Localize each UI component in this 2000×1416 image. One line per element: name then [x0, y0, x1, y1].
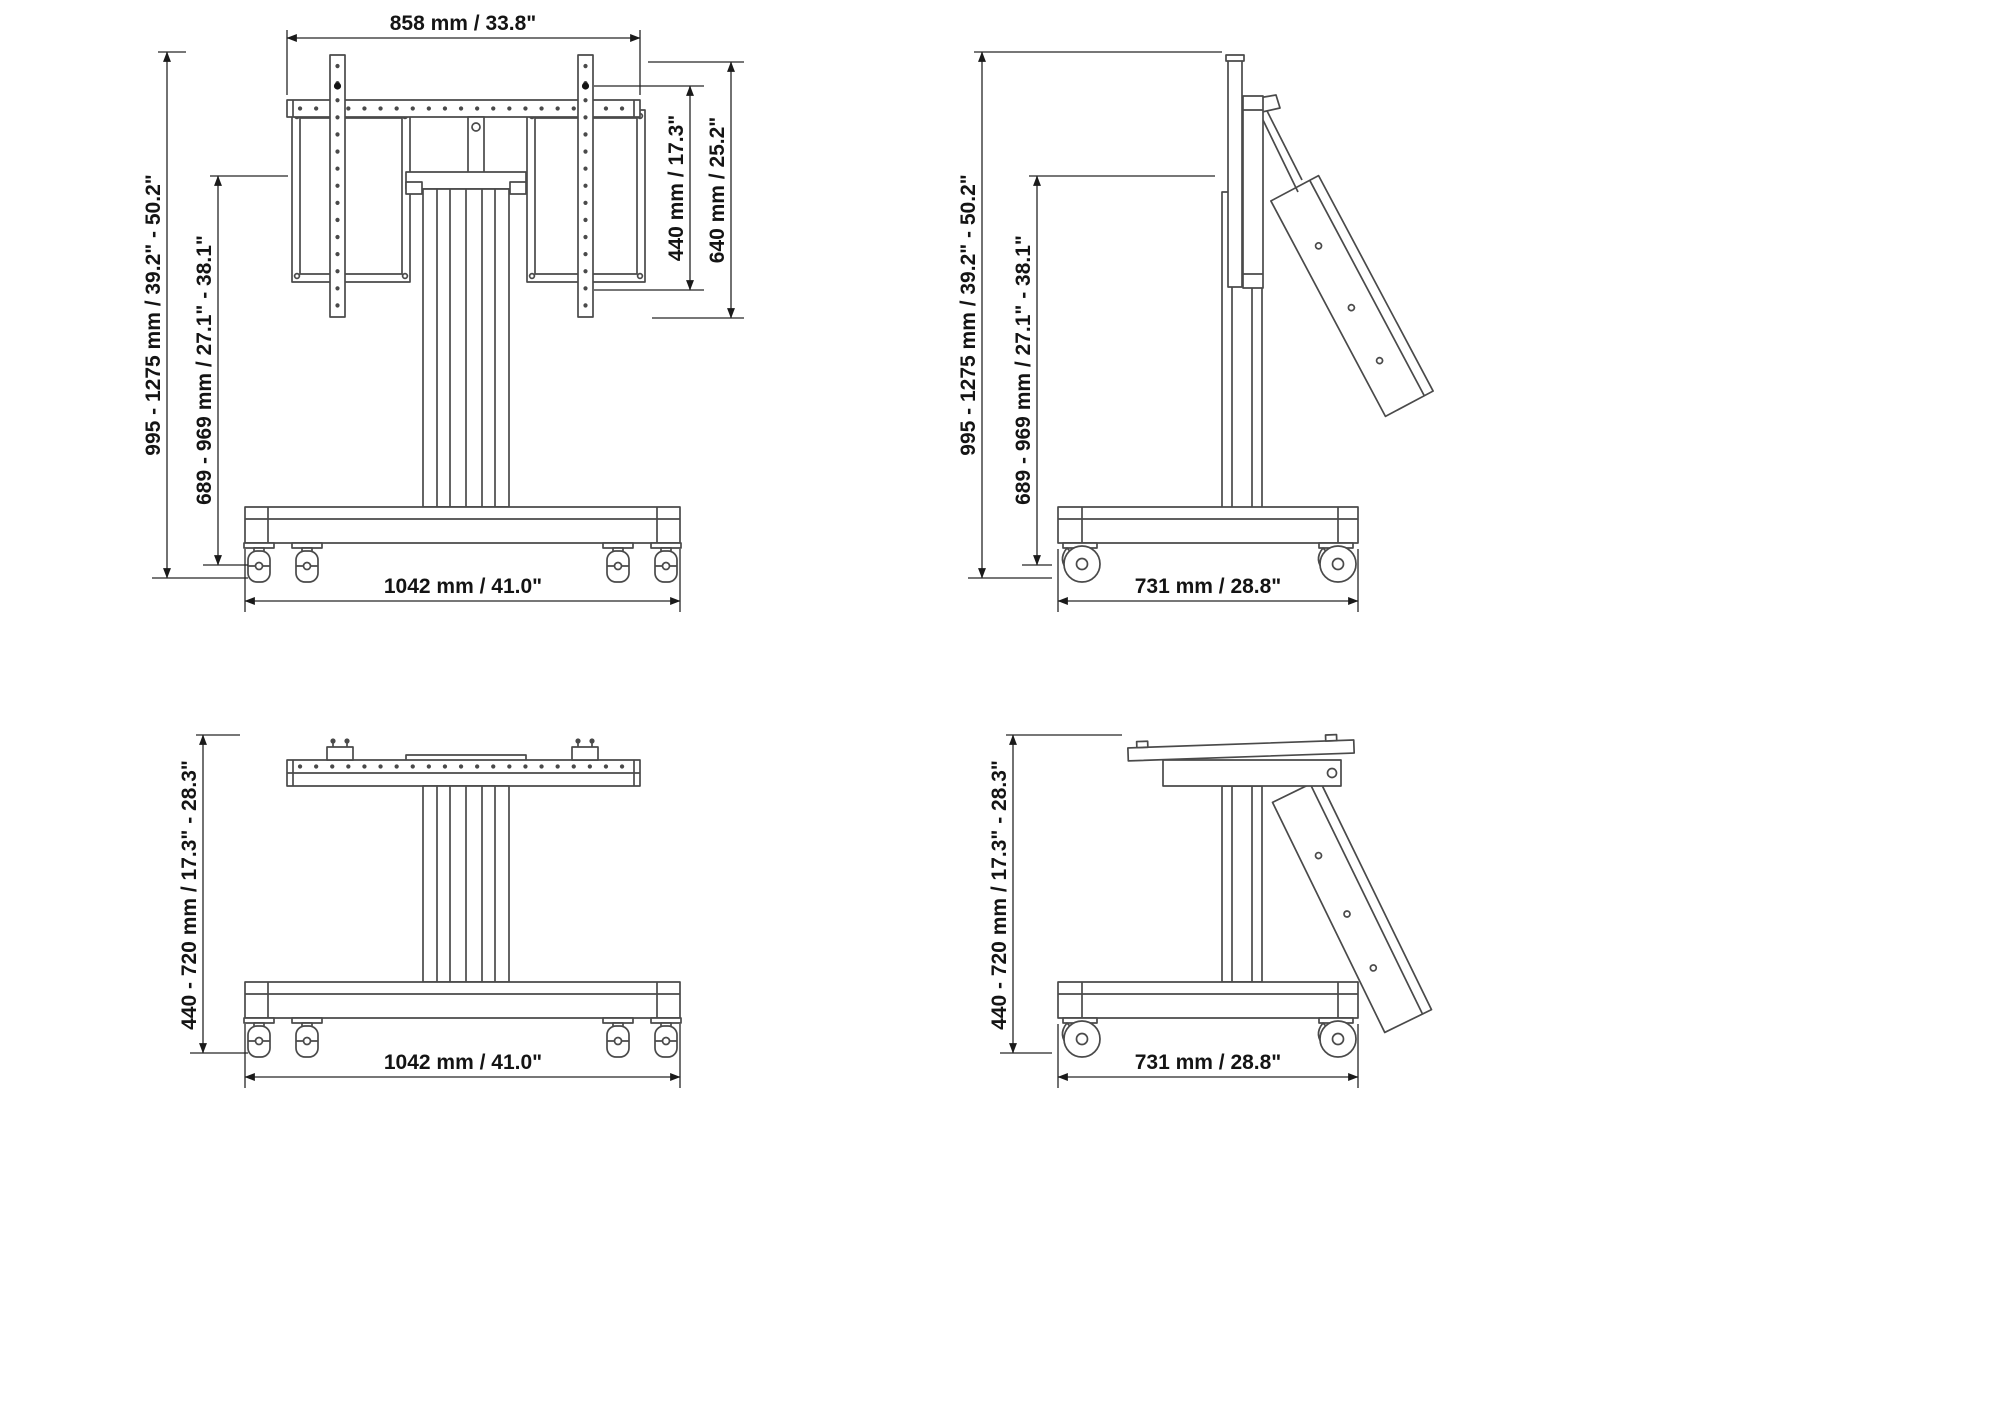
tabletop-panel — [1127, 733, 1356, 762]
tilted-screen-lowered — [1271, 778, 1433, 1034]
view-front-raised — [243, 54, 682, 583]
mount-bracket-side — [1242, 95, 1264, 289]
dim-panel-height: 640 mm / 25.2" — [706, 117, 729, 264]
lift-column-side-lowered — [1221, 785, 1263, 983]
dimensions-front-lowered: 440 - 720 mm / 17.3" - 28.3" 1042 mm / 4… — [178, 734, 681, 1088]
view-side-lowered — [1057, 733, 1433, 1058]
dim-base-width: 1042 mm / 41.0" — [384, 575, 542, 598]
base-side — [1057, 506, 1359, 544]
lift-column-lowered — [422, 785, 510, 983]
dimensions-side-lowered: 440 - 720 mm / 17.3" - 28.3" 731 mm / 28… — [988, 734, 1359, 1088]
base-front — [244, 506, 681, 544]
lift-column — [422, 188, 510, 508]
dim-overall-height: 995 - 1275 mm / 39.2" - 50.2" — [142, 174, 165, 455]
dim-overall-height-side: 995 - 1275 mm / 39.2" - 50.2" — [957, 174, 980, 455]
tabletop-bracket — [1162, 759, 1342, 787]
dim-vesa-height: 440 mm / 17.3" — [665, 115, 688, 262]
dim-column-height: 689 - 969 mm / 27.1" - 38.1" — [193, 235, 216, 505]
view-front-lowered — [243, 738, 682, 1058]
dim-top-width: 858 mm / 33.8" — [390, 12, 537, 35]
tilted-screen — [1270, 174, 1434, 418]
dim-column-height-side: 689 - 969 mm / 27.1" - 38.1" — [1012, 235, 1035, 505]
tilt-arms — [1257, 94, 1303, 193]
dim-base-depth: 731 mm / 28.8" — [1135, 575, 1282, 598]
dim-height-range-front: 440 - 720 mm / 17.3" - 28.3" — [178, 760, 201, 1030]
clamp-brackets — [326, 738, 599, 761]
column-top-bracket — [405, 116, 527, 195]
dim-base-width-lowered: 1042 mm / 41.0" — [384, 1051, 542, 1074]
dimensions-front-raised: 858 mm / 33.8" 440 mm / 17.3" 640 mm / 2… — [142, 12, 744, 612]
dim-base-depth-lowered: 731 mm / 28.8" — [1135, 1051, 1282, 1074]
mounting-crossbar — [286, 99, 641, 118]
view-side-raised — [1057, 54, 1434, 583]
vesa-rails — [329, 54, 594, 318]
base-front-lowered — [244, 981, 681, 1019]
display-panel-side — [1225, 54, 1245, 288]
dimensions-side-raised: 995 - 1275 mm / 39.2" - 50.2" 689 - 969 … — [957, 51, 1359, 612]
dim-height-range-side: 440 - 720 mm / 17.3" - 28.3" — [988, 760, 1011, 1030]
mounting-crossbar-lowered — [286, 759, 641, 787]
base-side-lowered — [1057, 981, 1359, 1019]
